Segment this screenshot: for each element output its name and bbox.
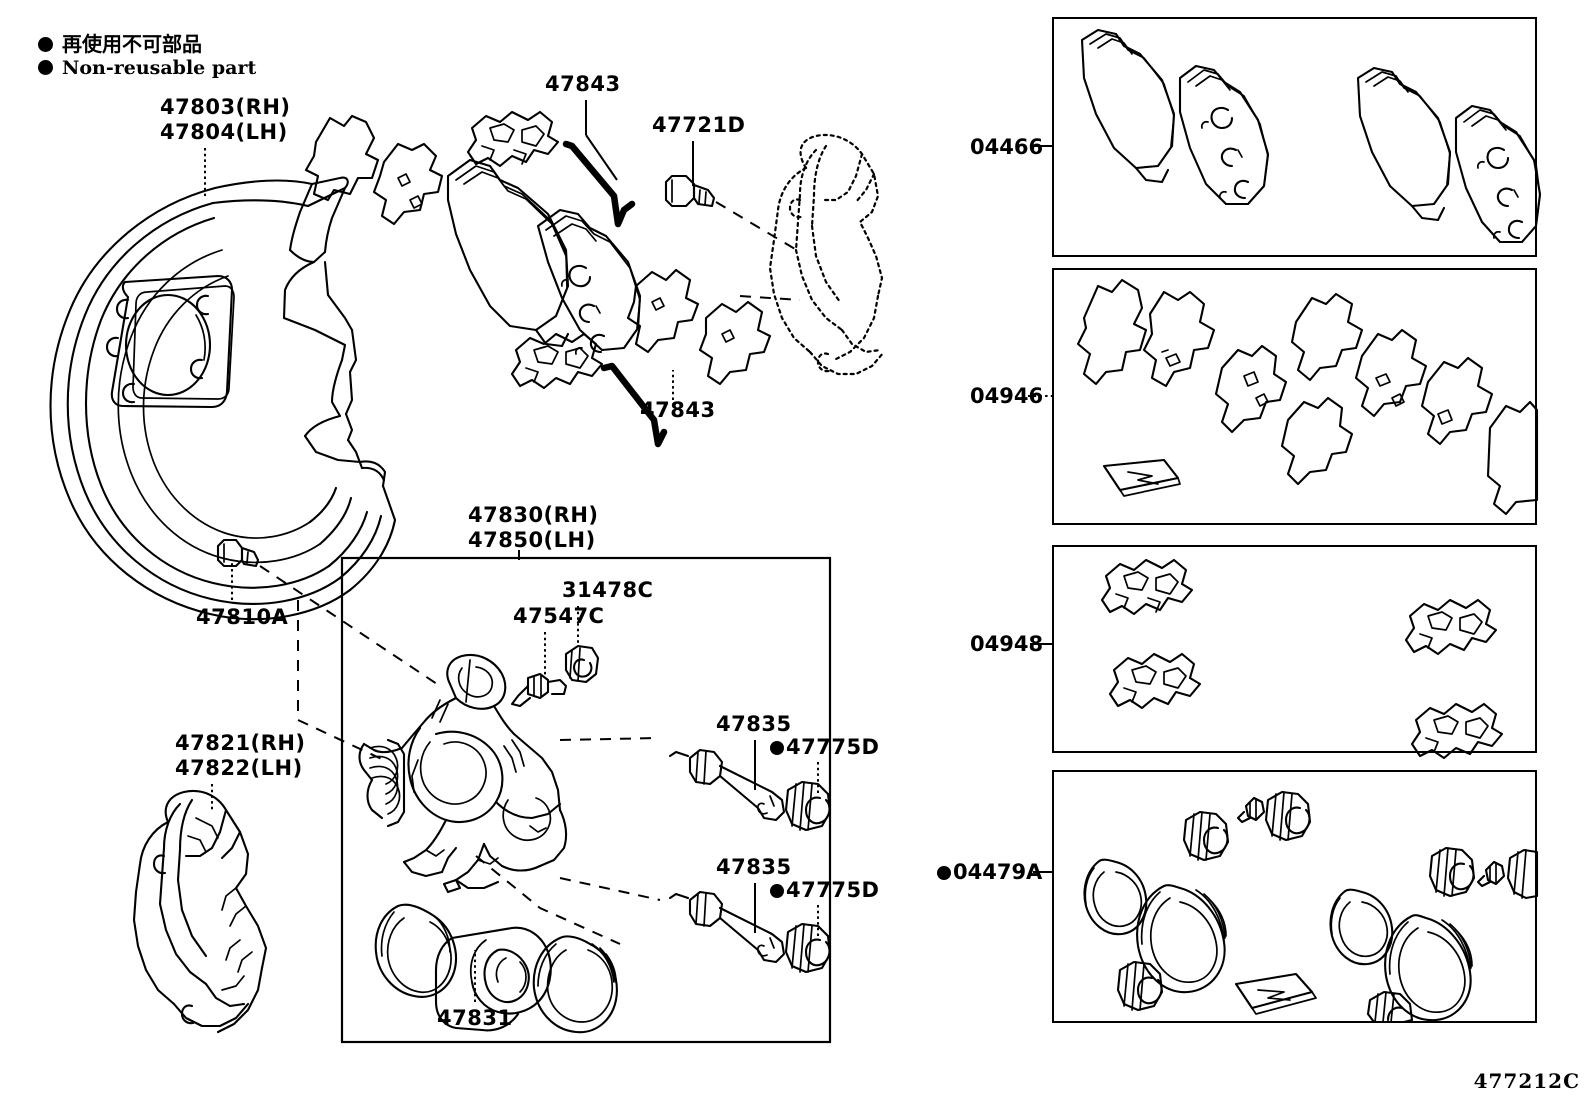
slide-pin-lower-drawing <box>668 890 832 974</box>
label-slide-pin-upper: 47835 <box>716 712 792 736</box>
assembly-dashed-guides <box>297 600 661 945</box>
legend-japanese: 再使用不可部品 <box>38 28 202 57</box>
slide-pin-upper-drawing <box>668 748 832 832</box>
kit-panel-fitting-kit <box>1052 545 1537 753</box>
pad-kit-contents <box>1080 28 1542 244</box>
non-reusable-marker-icon-5 <box>937 866 951 880</box>
label-slide-bolt: 47721D <box>652 113 746 137</box>
seal-kit-contents <box>1083 790 1539 1024</box>
kit-label-seal-kit: 04479A <box>937 860 1042 884</box>
backing-plate-drawing <box>49 176 397 621</box>
label-bleeder-plug: 47547C <box>513 604 605 628</box>
label-mounting-bracket: 47821(RH) 47822(LH) <box>175 731 306 780</box>
label-pin-boot-lower: 47775D <box>770 878 880 903</box>
kit-panel-seal-kit <box>1052 770 1537 1023</box>
non-reusable-marker-icon <box>38 37 53 52</box>
legend-english: Non-reusable part <box>38 57 256 79</box>
pad-clip-springs <box>562 140 668 448</box>
label-banjo-bolt: 47810A <box>196 605 289 629</box>
shim-kit-contents <box>1076 278 1539 516</box>
caliper-body-drawing <box>358 654 568 890</box>
phantom-mounting-bracket <box>739 133 886 376</box>
pad-shim-stack <box>304 110 772 390</box>
label-slide-pin-lower: 47835 <box>716 855 792 879</box>
figure-code: 477212C <box>1473 1069 1580 1093</box>
leader-lines <box>204 100 819 1002</box>
kit-label-shim-kit: 04946 <box>970 384 1044 408</box>
slide-bolt-drawing <box>664 174 801 253</box>
non-reusable-marker-icon-4 <box>770 884 784 898</box>
label-bleeder-cap: 31478C <box>562 578 654 602</box>
label-pin-boot-upper: 47775D <box>770 735 880 760</box>
caliper-assembly-group-box <box>340 556 832 1044</box>
label-caliper-assy: 47830(RH) 47850(LH) <box>468 503 599 552</box>
fitting-kit-contents <box>1100 558 1504 760</box>
label-backing-plate: 47803(RH) 47804(LH) <box>160 95 291 144</box>
kit-panel-shim-kit <box>1052 268 1537 525</box>
banjo-bolt-drawing <box>216 538 441 687</box>
kit-leader-lines <box>1028 145 1052 873</box>
bleeder-parts-drawing <box>510 644 600 708</box>
label-pad-clip-upper: 47843 <box>545 72 621 96</box>
non-reusable-marker-icon-3 <box>770 741 784 755</box>
piston-assembly-drawing <box>374 878 618 1034</box>
mounting-bracket-drawing <box>132 790 268 1034</box>
non-reusable-marker-icon-2 <box>38 60 53 75</box>
